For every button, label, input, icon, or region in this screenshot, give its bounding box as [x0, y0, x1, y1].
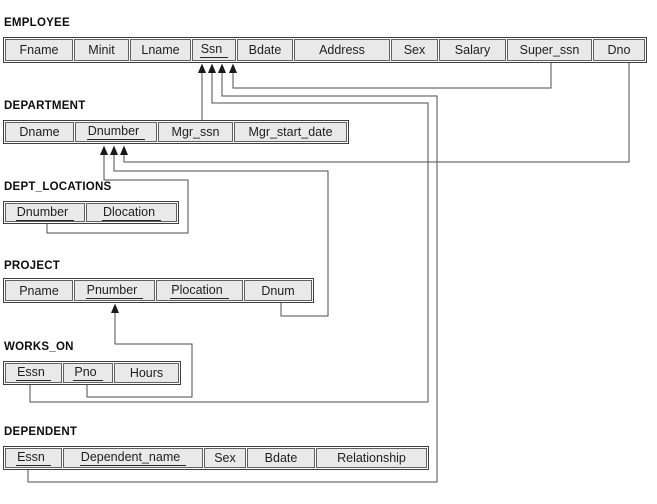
table-name-works_on: WORKS_ON	[4, 341, 74, 353]
column-cell-employee-bdate: Bdate	[237, 39, 293, 61]
primary-key-attribute: Dnumber	[15, 205, 75, 221]
column-cell-employee-ssn: Ssn	[192, 39, 236, 61]
column-cell-employee-sex: Sex	[391, 39, 438, 61]
primary-key-attribute: Pno	[73, 365, 103, 381]
table-name-department: DEPARTMENT	[4, 100, 86, 112]
primary-key-attribute: Plocation	[170, 283, 229, 299]
column-cell-employee-lname: Lname	[130, 39, 191, 61]
column-cell-project-pnumber: Pnumber	[74, 280, 155, 301]
column-cell-department-dnumber: Dnumber	[75, 122, 157, 142]
fk-arrow-department-mgr_ssn-to-employee-ssn	[198, 63, 206, 120]
column-cell-dependent-bdate: Bdate	[247, 448, 315, 468]
fk-arrow-project-dnum-to-department-dnumber	[110, 145, 329, 317]
table-name-employee: EMPLOYEE	[4, 17, 70, 29]
column-cell-dependent-essn: Essn	[5, 448, 62, 468]
fk-arrow-dept_locations-dnumber-to-department-dnumber	[46, 145, 189, 234]
column-cell-project-plocation: Plocation	[156, 280, 243, 301]
fk-arrow-works_on-essn-to-employee-ssn	[29, 63, 429, 403]
fk-arrow-employee-dno-to-department-dnumber	[120, 63, 630, 163]
fk-arrow-dependent-essn-to-employee-ssn	[27, 63, 438, 483]
primary-key-attribute: Dlocation	[101, 205, 162, 221]
primary-key-attribute: Pnumber	[85, 283, 144, 299]
column-cell-project-dnum: Dnum	[244, 280, 312, 301]
column-cell-dependent-sex: Sex	[204, 448, 246, 468]
column-cell-dept_locations-dnumber: Dnumber	[5, 203, 85, 222]
column-cell-dependent-dependent_name: Dependent_name	[63, 448, 203, 468]
column-cell-employee-minit: Minit	[74, 39, 129, 61]
column-cell-department-mgr_start_date: Mgr_start_date	[234, 122, 347, 142]
column-cell-works_on-hours: Hours	[114, 363, 179, 383]
column-cell-department-mgr_ssn: Mgr_ssn	[158, 122, 233, 142]
column-cell-employee-salary: Salary	[439, 39, 506, 61]
fk-arrow-employee-super_ssn-to-employee-ssn	[229, 63, 552, 89]
primary-key-attribute: Dependent_name	[79, 450, 187, 466]
primary-key-attribute: Essn	[16, 365, 51, 381]
primary-key-attribute: Dnumber	[86, 124, 146, 140]
column-cell-employee-fname: Fname	[5, 39, 73, 61]
column-cell-dept_locations-dlocation: Dlocation	[86, 203, 177, 222]
column-cell-works_on-pno: Pno	[63, 363, 113, 383]
primary-key-attribute: Ssn	[199, 42, 229, 58]
table-name-project: PROJECT	[4, 260, 61, 272]
table-works_on: Essn Pno Hours	[3, 361, 181, 385]
column-cell-project-pname: Pname	[5, 280, 73, 301]
fk-arrow-works_on-pno-to-project-pnumber	[86, 303, 193, 398]
column-cell-dependent-relationship: Relationship	[316, 448, 427, 468]
table-dept_locations: Dnumber Dlocation	[3, 201, 179, 224]
column-cell-employee-super_ssn: Super_ssn	[507, 39, 592, 61]
table-name-dependent: DEPENDENT	[4, 426, 78, 438]
table-project: Pname Pnumber Plocation Dnum	[3, 278, 314, 303]
table-name-dept_locations: DEPT_LOCATIONS	[4, 181, 112, 193]
column-cell-department-dname: Dname	[5, 122, 74, 142]
column-cell-employee-dno: Dno	[593, 39, 645, 61]
column-cell-works_on-essn: Essn	[5, 363, 62, 383]
primary-key-attribute: Essn	[16, 450, 51, 466]
column-cell-employee-address: Address	[294, 39, 390, 61]
